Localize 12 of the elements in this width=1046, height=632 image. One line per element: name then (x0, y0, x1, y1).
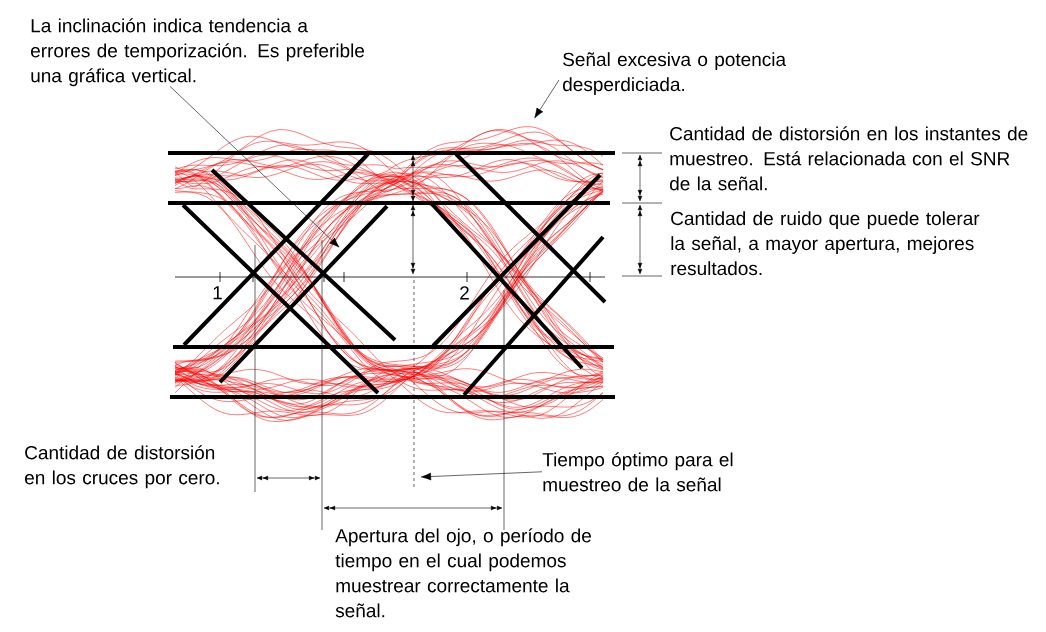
leader-line (420, 471, 543, 481)
tick-label: 2 (460, 286, 469, 300)
annotation-text: Señal excesiva o potencia desperdiciada. (563, 52, 787, 95)
annotation-text: Tiempo óptimo para el muestreo de la señal (542, 452, 733, 492)
annotation-text: Cantidad de distorsión en los cruces por cero. (25, 445, 219, 489)
annotation-text: La inclinación indica tendencia a errores de temporización. Es preferible una gráfica vertical. (31, 18, 365, 87)
tick-label: 1 (213, 286, 222, 300)
annotation-text: Cantidad de distorsión en los instantes de muestreo. Está relacionada con el SNR de la señal. (670, 126, 1028, 191)
annotation-text: Cantidad de ruido que puede tolerar la señal, a mayor apertura, mejores resultados. (671, 211, 980, 276)
annotation-text: Apertura del ojo, o período de tiempo en el cual podemos muestrear correctamente la señal. (335, 528, 591, 618)
leader-line (534, 79, 560, 119)
leader-line (169, 86, 340, 248)
